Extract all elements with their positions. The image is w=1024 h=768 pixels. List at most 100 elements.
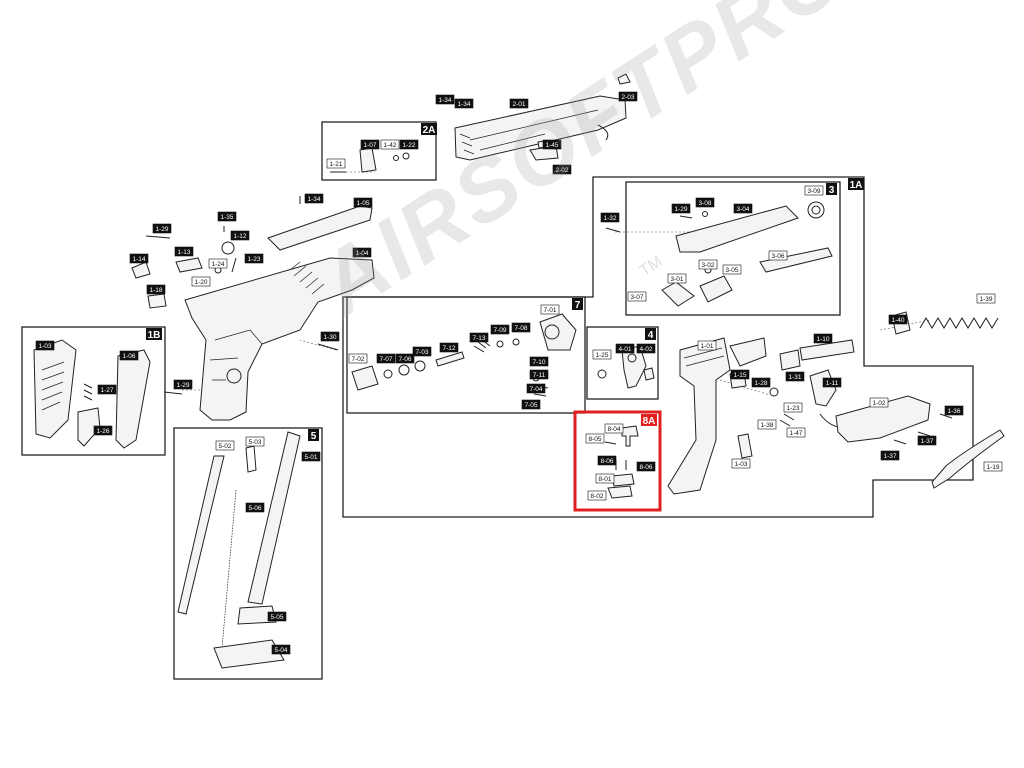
part-number: 1-23: [786, 405, 799, 412]
part-number: 3-06: [771, 253, 784, 260]
section-7-parts: [351, 313, 577, 405]
section-1b-box: [21, 326, 166, 456]
part-label: 3-05: [722, 264, 742, 275]
part-label: 5-02: [215, 440, 235, 451]
part-label: 4-01: [615, 343, 635, 354]
part-number: 8-06: [639, 464, 652, 471]
part-label: 7-07: [376, 353, 396, 364]
part-label: 1-06: [119, 350, 139, 361]
part-number: 1-25: [595, 352, 608, 359]
section-tag-1a: 1A: [848, 178, 864, 191]
part-label: 1-11: [822, 377, 842, 388]
section-tag-label: 2A: [423, 125, 436, 136]
section-tag-label: 3: [829, 185, 835, 196]
part-number: 1-26: [96, 428, 109, 435]
part-label: 1-27: [97, 384, 117, 395]
part-number: 1-22: [402, 142, 415, 149]
part-label: 8-02: [587, 490, 607, 501]
part-label: 1-42: [380, 139, 400, 150]
part-label: 1-34: [454, 98, 474, 109]
part-number: 5-01: [304, 454, 317, 461]
section-tag-2a: 2A: [421, 123, 437, 136]
part-number: 1-03: [38, 343, 51, 350]
part-number: 3-09: [807, 188, 820, 195]
part-label: 1-04: [352, 247, 372, 258]
part-number: 1-34: [307, 196, 320, 203]
section-3-parts: [605, 201, 833, 307]
part-label: 3-08: [695, 197, 715, 208]
part-number: 1-23: [247, 256, 260, 263]
part-number: 7-11: [533, 372, 546, 379]
part-number: 1-05: [356, 200, 369, 207]
part-label: 1-35: [217, 211, 237, 222]
part-number: 7-08: [514, 325, 527, 332]
part-label: 1-45: [542, 139, 562, 150]
part-label: 1-14: [129, 253, 149, 264]
part-number: 1-37: [883, 453, 896, 460]
section-5-parts: [177, 431, 301, 669]
part-label: 1-21: [326, 158, 346, 169]
part-label: 2-01: [509, 98, 529, 109]
section-1b-parts: [33, 339, 151, 449]
part-label: 1-22: [399, 139, 419, 150]
part-label: 1-10: [813, 333, 833, 344]
part-label: 1-01: [697, 340, 717, 351]
part-label: 7-08: [511, 322, 531, 333]
part-label: 3-01: [667, 273, 687, 284]
part-number: 1-32: [603, 215, 616, 222]
part-number: 1-12: [233, 233, 246, 240]
frame-part: [131, 196, 375, 421]
part-number: 1-06: [122, 353, 135, 360]
part-number: 7-04: [529, 386, 542, 393]
part-number: 7-06: [398, 356, 411, 363]
part-number: 1-34: [457, 101, 470, 108]
part-number: 8-05: [588, 436, 601, 443]
part-number: 1-07: [363, 142, 376, 149]
part-label: 1-29: [671, 203, 691, 214]
part-label: 3-07: [627, 291, 647, 302]
part-number: 5-06: [248, 505, 261, 512]
part-number: 1-13: [177, 249, 190, 256]
part-label: 5-01: [301, 451, 321, 462]
part-label: 1-20: [191, 276, 211, 287]
part-number: 7-07: [379, 356, 392, 363]
part-number: 1-38: [760, 422, 773, 429]
part-label: 1-39: [976, 293, 996, 304]
part-label: 7-03: [412, 346, 432, 357]
part-label: 1-19: [983, 461, 1003, 472]
part-number: 4-02: [639, 346, 652, 353]
part-number: 1-31: [788, 374, 801, 381]
part-number: 7-01: [543, 307, 556, 314]
part-number: 8-02: [590, 493, 603, 500]
part-number: 3-04: [736, 206, 749, 213]
part-number: 1-14: [132, 256, 145, 263]
part-number: 7-03: [415, 349, 428, 356]
part-label: 1-25: [592, 349, 612, 360]
part-label: 5-05: [267, 611, 287, 622]
part-label: 1-29: [152, 223, 172, 234]
part-number: 1-29: [176, 382, 189, 389]
part-number: 4-01: [618, 346, 631, 353]
section-tag-label: 5: [311, 431, 317, 442]
part-label: 7-05: [521, 399, 541, 410]
part-label: 1-23: [244, 253, 264, 264]
part-number: 3-02: [701, 262, 714, 269]
part-label: 1-31: [785, 371, 805, 382]
part-label: 1-34: [304, 193, 324, 204]
part-number: 1-47: [789, 430, 802, 437]
part-label: 7-12: [439, 342, 459, 353]
part-label: 1-28: [751, 377, 771, 388]
part-label: 8-04: [604, 423, 624, 434]
part-label: 1-24: [208, 258, 228, 269]
section-tag-7: 7: [572, 298, 583, 311]
part-number: 1-28: [754, 380, 767, 387]
part-number: 3-07: [630, 294, 643, 301]
part-number: 1-03: [734, 461, 747, 468]
part-number: 7-05: [524, 402, 537, 409]
part-number: 1-42: [383, 142, 396, 149]
section-tag-label: 8A: [643, 416, 656, 427]
section-8a-parts: [604, 425, 639, 499]
